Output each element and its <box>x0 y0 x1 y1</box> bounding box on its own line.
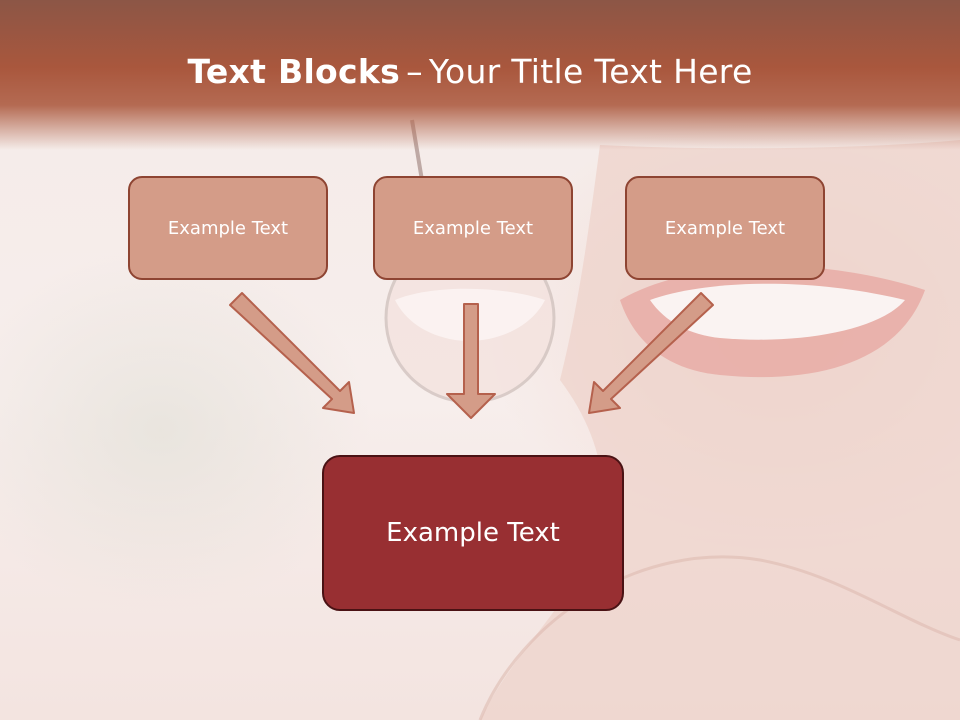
title-rest: Your Title Text Here <box>428 52 753 91</box>
main-text-block-label: Example Text <box>386 518 560 548</box>
text-block-2[interactable]: Example Text <box>373 176 573 280</box>
text-block-1-label: Example Text <box>167 217 289 239</box>
title-strong: Text Blocks <box>187 52 401 91</box>
title-separator: – <box>406 52 423 91</box>
arrow-right-icon <box>588 292 714 414</box>
text-block-1[interactable]: Example Text <box>128 176 328 280</box>
title-banner <box>0 0 960 150</box>
text-block-3[interactable]: Example Text <box>625 176 825 280</box>
arrow-down-icon <box>446 303 496 419</box>
main-text-block[interactable]: Example Text <box>322 455 624 611</box>
text-block-2-label: Example Text <box>412 217 534 239</box>
text-block-3-label: Example Text <box>664 217 786 239</box>
slide-title: Text Blocks–Your Title Text Here <box>0 52 940 91</box>
arrow-left-icon <box>229 292 355 414</box>
